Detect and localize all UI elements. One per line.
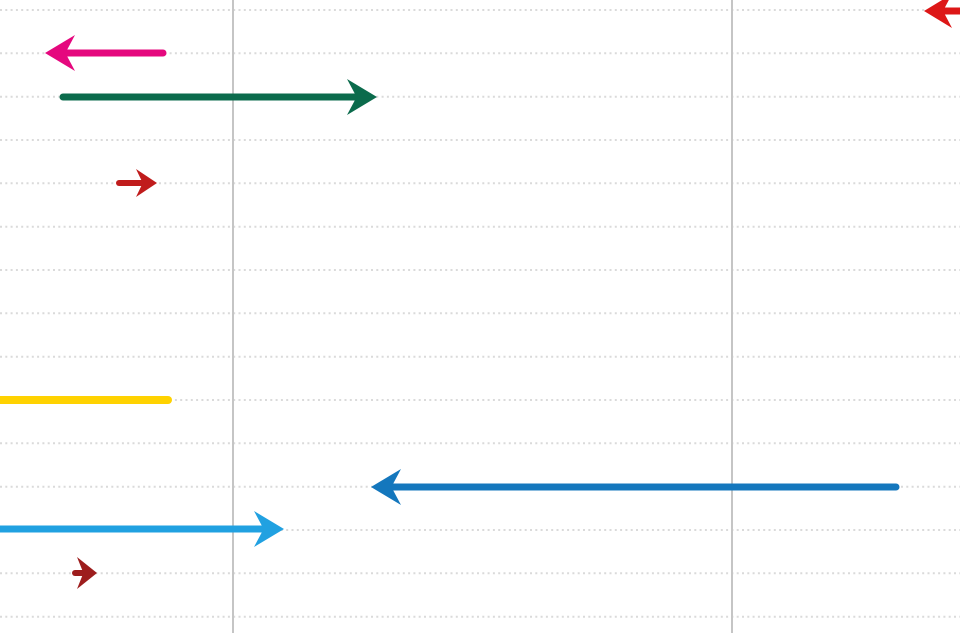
arrow-head-dark-green: [347, 79, 377, 115]
arrow-head-light-blue: [254, 511, 284, 547]
arrow-head-dark-red-chevron: [77, 557, 97, 589]
arrow-head-dark-red-small: [136, 169, 157, 197]
arrow-head-blue: [371, 469, 401, 505]
arrow-head-red-top-right: [924, 0, 952, 28]
arrow-head-pink: [45, 35, 75, 71]
